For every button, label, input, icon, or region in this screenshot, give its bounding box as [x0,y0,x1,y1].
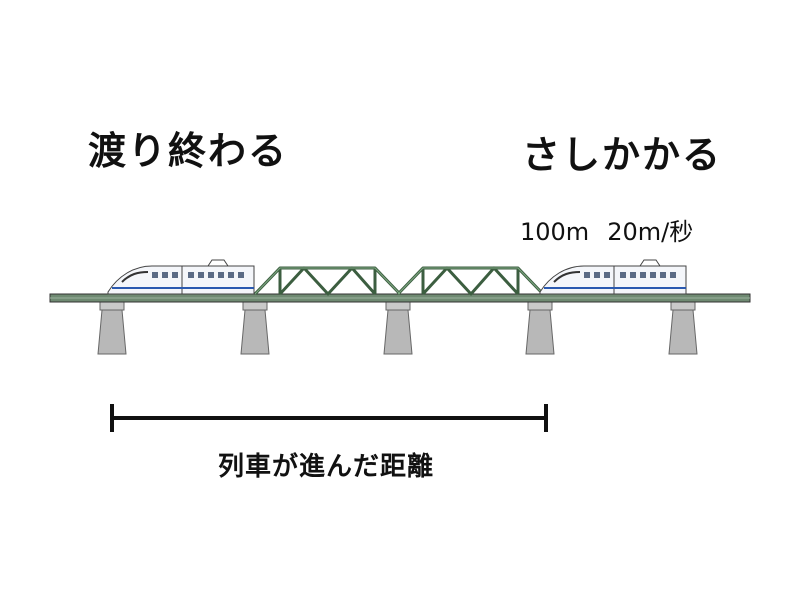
distance-label: 列車が進んだ距離 [218,452,435,482]
bullet-train-icon [539,259,687,295]
train-speed-label: 20m/秒 [607,218,694,246]
truss-bridge-icon [253,266,545,296]
truss-highlight [254,267,544,295]
train-length-label: 100m [520,218,590,246]
label-finished-crossing: 渡り終わる [88,129,289,173]
bullet-train-icon [107,259,255,295]
train-spec: 100m 20m/秒 [520,212,693,247]
distance-measure-bar [110,404,548,432]
track [49,293,751,303]
bridge-pier-icon [97,301,698,355]
label-starting-to-cross: さしかかる [522,133,723,177]
